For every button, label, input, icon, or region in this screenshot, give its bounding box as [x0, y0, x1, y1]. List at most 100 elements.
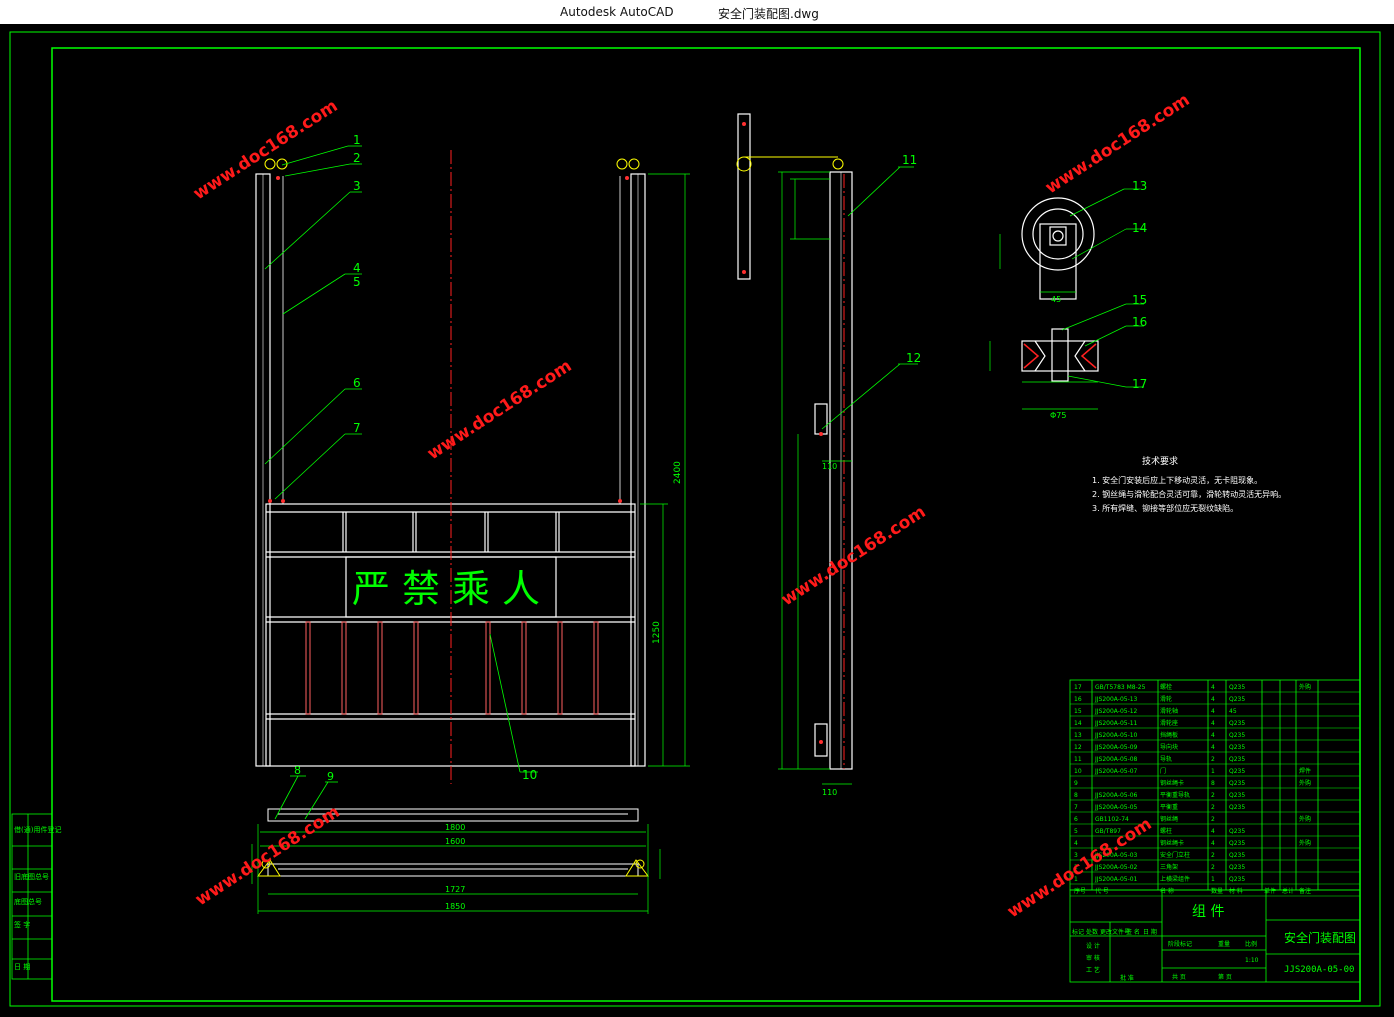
bom-row-1-cell-1: JJS200A-05-13: [1094, 696, 1138, 703]
watermark-4: www.doc168.com: [1042, 90, 1194, 198]
bom-row-5-cell-3: 4: [1211, 744, 1215, 751]
cad-drawing[interactable]: 借(通)用件登记 旧底图总号 底图总号 签 字 日 期: [0, 24, 1394, 1013]
bom-row-2-cell-4: 45: [1229, 708, 1237, 715]
part-label-2: 2: [353, 151, 361, 165]
bom-row-0-cell-1: GB/T5783 M8-25: [1095, 684, 1146, 691]
bom-row-3-cell-2: 滑轮座: [1160, 719, 1178, 727]
watermark-2: www.doc168.com: [424, 356, 576, 464]
bom-row-14-cell-0: 3: [1074, 852, 1078, 859]
bom-row-4-cell-4: Q235: [1229, 732, 1245, 739]
sign-label-6: 审 核: [1086, 954, 1100, 962]
bom-header-cell-6: 总计: [1282, 887, 1294, 895]
scale-label-2: 比例: [1245, 940, 1257, 948]
pulley-detail[interactable]: [1021, 197, 1099, 382]
bom-row-7-cell-0: 10: [1074, 768, 1082, 775]
sheet-label-1: 第 页: [1218, 973, 1232, 981]
bom-row-4-cell-1: JJS200A-05-10: [1094, 732, 1138, 739]
bom-row-4-cell-2: 挡绳板: [1160, 731, 1178, 739]
part-label-10: 10: [522, 768, 537, 782]
pulley-section-hatch: [1023, 343, 1097, 369]
drawing-canvas[interactable]: 借(通)用件登记 旧底图总号 底图总号 签 字 日 期: [0, 24, 1394, 1013]
bom-row-8-cell-3: 8: [1211, 780, 1215, 787]
bom-row-16-cell-0: 1: [1074, 876, 1078, 883]
bom-row-8-cell-2: 钢丝绳卡: [1160, 779, 1184, 787]
bom-row-12-cell-2: 螺柱: [1160, 827, 1172, 835]
bom-row-3-cell-0: 14: [1074, 720, 1082, 727]
bom-row-12-cell-4: Q235: [1229, 828, 1245, 835]
strip-label-3: 签 字: [14, 920, 30, 929]
banner-text: 严禁乘人: [352, 567, 552, 611]
bom-header-cell-4: 材 料: [1229, 887, 1243, 895]
bom-row-5-cell-1: JJS200A-05-09: [1094, 744, 1138, 751]
plan-view[interactable]: [267, 808, 639, 877]
document-title: 安全门装配图.dwg: [718, 7, 819, 21]
part-label-11: 11: [902, 153, 917, 167]
outer-frame: [9, 31, 1381, 1007]
bom-row-3-cell-1: JJS200A-05-11: [1094, 720, 1138, 727]
bom-row-5-cell-2: 导向块: [1160, 743, 1178, 751]
bom-row-7-cell-4: Q235: [1229, 768, 1245, 775]
bom-row-1-cell-4: Q235: [1229, 696, 1245, 703]
bom-row-10-cell-1: JJS200A-05-05: [1094, 804, 1138, 811]
bom-row-13-cell-7: 外购: [1299, 839, 1311, 847]
bom-row-13-cell-3: 4: [1211, 840, 1215, 847]
pin-marks: [268, 176, 629, 503]
bom-row-9-cell-2: 平衡重导轨: [1160, 791, 1190, 799]
part-label-8: 8: [294, 764, 301, 777]
sign-label-4: 日 期: [1143, 928, 1157, 936]
bom-row-1-cell-0: 16: [1074, 696, 1082, 703]
bom-row-4-cell-0: 13: [1074, 732, 1082, 739]
bom-row-2-cell-2: 滑轮轴: [1160, 707, 1178, 715]
scale-label-1: 重量: [1218, 940, 1230, 948]
sign-label-7: 工 艺: [1086, 966, 1100, 974]
bom-row-15-cell-4: Q235: [1229, 864, 1245, 871]
part-label-4: 4: [353, 261, 361, 275]
bom-row-14-cell-3: 2: [1211, 852, 1215, 859]
bom-row-7-cell-2: 门: [1160, 767, 1166, 775]
pulley-dims: [989, 188, 1144, 410]
bom-row-8-cell-7: 外购: [1299, 779, 1311, 787]
side-hardware: [736, 156, 844, 172]
bom-header-cell-7: 备注: [1299, 887, 1311, 895]
dim-bottom-1: 1800: [445, 823, 465, 832]
bom-row-7-cell-1: JJS200A-05-07: [1094, 768, 1138, 775]
bom-row-0-cell-2: 螺栓: [1160, 683, 1172, 691]
part-label-3: 3: [353, 179, 361, 193]
title-drawing-name: 安全门装配图: [1284, 930, 1356, 945]
bom-row-0-cell-0: 17: [1074, 684, 1082, 691]
bom-row-6-cell-2: 导轨: [1160, 755, 1172, 763]
dim-bottom-3: 1727: [445, 885, 465, 894]
bom-row-1-cell-2: 滑轮: [1160, 695, 1172, 703]
bom-row-12-cell-0: 5: [1074, 828, 1078, 835]
bom-row-15-cell-0: 2: [1074, 864, 1078, 871]
bom-row-9-cell-0: 8: [1074, 792, 1078, 799]
left-strip: [11, 813, 53, 980]
bom-row-6-cell-0: 11: [1074, 756, 1082, 763]
door-bars: [305, 621, 599, 715]
bom-row-13-cell-2: 钢丝绳卡: [1160, 839, 1184, 847]
bom-row-11-cell-2: 钢丝绳: [1160, 815, 1178, 823]
bom-row-7-cell-3: 1: [1211, 768, 1215, 775]
tech-req-title: 技术要求: [1142, 455, 1178, 467]
part-label-5: 5: [353, 275, 361, 289]
bom-row-11-cell-0: 6: [1074, 816, 1078, 823]
bom-row-6-cell-3: 2: [1211, 756, 1215, 763]
bom-row-11-cell-3: 2: [1211, 816, 1215, 823]
title-drawing-no: JJS200A-05-00: [1284, 965, 1354, 975]
plan-leaders: [274, 775, 338, 820]
scale-label-0: 阶段标记: [1168, 940, 1192, 948]
bom-row-10-cell-3: 2: [1211, 804, 1215, 811]
bom-row-1-cell-3: 4: [1211, 696, 1215, 703]
bom-row-16-cell-1: JJS200A-05-01: [1094, 876, 1138, 883]
bom-row-15-cell-1: JJS200A-05-02: [1094, 864, 1138, 871]
tech-req-line-2: 2. 钢丝绳与滑轮配合灵活可靠，滑轮转动灵活无异响。: [1092, 489, 1286, 499]
bom-row-0-cell-4: Q235: [1229, 684, 1245, 691]
bom-header-cell-0: 序号: [1074, 887, 1086, 895]
bom-header-cell-2: 名 称: [1160, 887, 1174, 895]
dim-bottom-2: 1600: [445, 837, 465, 846]
side-view[interactable]: [737, 113, 853, 770]
part-label-15: 15: [1132, 293, 1147, 307]
bom-row-12-cell-3: 4: [1211, 828, 1215, 835]
bom-row-11-cell-7: 外购: [1299, 815, 1311, 823]
